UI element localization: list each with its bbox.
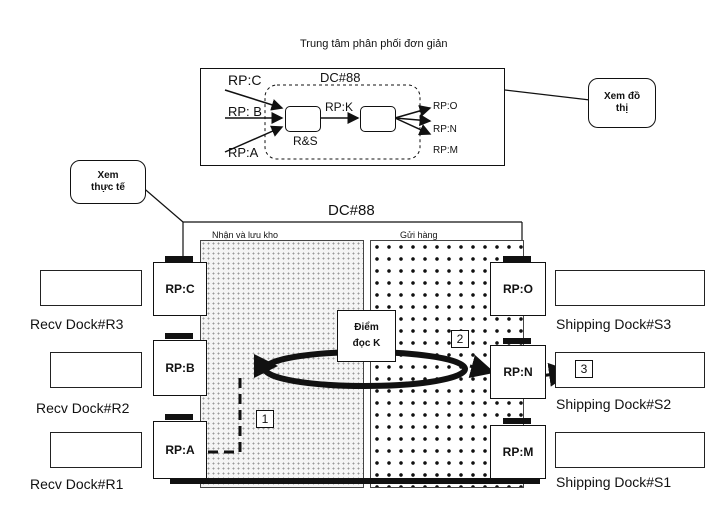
callout-view-actual[interactable]: Xem thực tế (70, 160, 146, 204)
ship-zone-label: Gửi hàng (400, 230, 438, 240)
ship-truck-s3 (555, 270, 705, 306)
step-2-badge: 2 (451, 330, 469, 348)
overview-node-rs (285, 106, 321, 132)
recv-truck-r2 (50, 352, 142, 388)
recv-truck-r1 (50, 432, 142, 468)
overview-output-n: RP:N (433, 124, 457, 135)
rp-a-label: RP:A (165, 443, 195, 457)
callout-view-actual-text: Xem thực tế (91, 170, 125, 193)
overview-node-out (360, 106, 396, 132)
rp-c-label: RP:C (165, 282, 195, 296)
recv-dock-r2: Recv Dock#R2 (36, 400, 130, 416)
receive-zone-label: Nhận và lưu kho (212, 230, 279, 240)
overview-output-o: RP:O (433, 101, 458, 112)
read-point-k[interactable]: Điểm đọc K (337, 310, 396, 362)
rp-n-label: RP:N (503, 365, 533, 379)
rp-m-label: RP:M (502, 445, 534, 459)
rp-b-label: RP:B (165, 361, 195, 375)
rp-o[interactable]: RP:O (490, 262, 546, 316)
rp-n[interactable]: RP:N (490, 345, 546, 399)
callout-view-graph[interactable]: Xem đồ thị (588, 78, 656, 128)
ship-dock-s3: Shipping Dock#S3 (556, 316, 672, 332)
ship-dock-s2: Shipping Dock#S2 (556, 396, 672, 412)
rp-m[interactable]: RP:M (490, 425, 546, 479)
overview-dc-label: DC#88 (320, 70, 361, 85)
facility-dc-label: DC#88 (328, 202, 375, 219)
rp-b[interactable]: RP:B (153, 340, 207, 396)
rp-o-label: RP:O (503, 282, 533, 296)
step-3-badge: 3 (575, 360, 593, 378)
ship-dock-s1: Shipping Dock#S1 (556, 474, 672, 490)
overview-node-label: R&S (293, 134, 318, 148)
overview-input-c: RP:C (228, 72, 262, 88)
step-1-badge: 1 (256, 410, 274, 428)
recv-truck-r3 (40, 270, 142, 306)
overview-input-a: RP:A (228, 145, 259, 160)
callout-view-graph-text: Xem đồ thị (603, 91, 641, 114)
read-point-label: Điểm đọc K (352, 322, 381, 349)
recv-dock-r1: Recv Dock#R1 (30, 476, 124, 492)
receive-zone (200, 240, 364, 488)
rp-a[interactable]: RP:A (153, 421, 207, 479)
floor-bar (170, 478, 540, 484)
recv-dock-r3: Recv Dock#R3 (30, 316, 124, 332)
overview-output-m: RP:M (433, 145, 458, 156)
overview-input-b: RP: B (228, 104, 262, 119)
ship-truck-s1 (555, 432, 705, 468)
diagram-title: Trung tâm phân phối đơn giản (300, 38, 448, 50)
rp-c[interactable]: RP:C (153, 262, 207, 316)
overview-transfer-label: RP:K (325, 100, 354, 114)
